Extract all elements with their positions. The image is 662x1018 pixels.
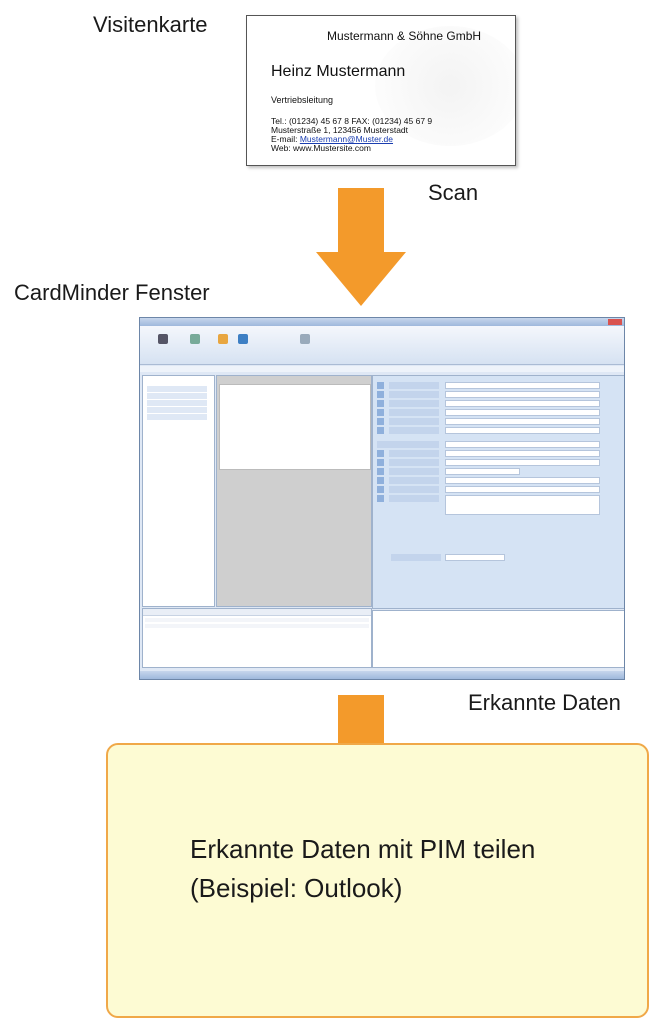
window-info-bar (140, 366, 624, 372)
card-web: Web: www.Mustersite.com (271, 143, 371, 153)
card-image-pane (216, 375, 372, 607)
cardminder-window-label: CardMinder Fenster (14, 280, 210, 305)
pim-share-box: Erkannte Daten mit PIM teilen (Beispiel:… (106, 743, 649, 1018)
window-statusbar (140, 671, 624, 679)
scan-arrow (316, 188, 406, 306)
recognize-icon (190, 334, 200, 344)
recognized-data-label: Erkannte Daten (468, 690, 621, 715)
close-icon (608, 319, 622, 325)
business-card-label: Visitenkarte (93, 12, 208, 37)
card-email-prefix: E-mail: (271, 134, 300, 144)
pim-share-line2: (Beispiel: Outlook) (190, 873, 403, 903)
folder-tree-pane (142, 375, 215, 607)
export-icon (300, 334, 310, 344)
cardminder-window-screenshot (139, 317, 625, 680)
card-front-thumbnail (219, 384, 371, 470)
card-phone: Tel.: (01234) 45 67 8 FAX: (01234) 45 67… (271, 116, 433, 126)
card-address: Musterstraße 1, 123456 Musterstadt (271, 125, 409, 135)
card-email-line: E-mail: Mustermann@Muster.de (271, 134, 394, 145)
scan-icon (158, 334, 168, 344)
card-email-link: Mustermann@Muster.de (299, 134, 394, 144)
email-icon (218, 334, 228, 344)
card-title: Vertriebsleitung (271, 95, 334, 105)
attached-files-pane (372, 610, 624, 668)
card-company: Mustermann & Söhne GmbH (327, 29, 482, 43)
window-titlebar (140, 318, 624, 326)
window-ribbon (140, 326, 624, 365)
web-icon (238, 334, 248, 344)
scan-label: Scan (428, 180, 479, 205)
card-name: Heinz Mustermann (271, 63, 406, 80)
card-details-pane (372, 375, 624, 609)
business-card-image: Mustermann & Söhne GmbH Heinz Mustermann… (246, 15, 516, 166)
card-watermark (375, 26, 515, 146)
pim-share-line1: Erkannte Daten mit PIM teilen (190, 834, 536, 864)
card-list-pane (142, 608, 372, 668)
